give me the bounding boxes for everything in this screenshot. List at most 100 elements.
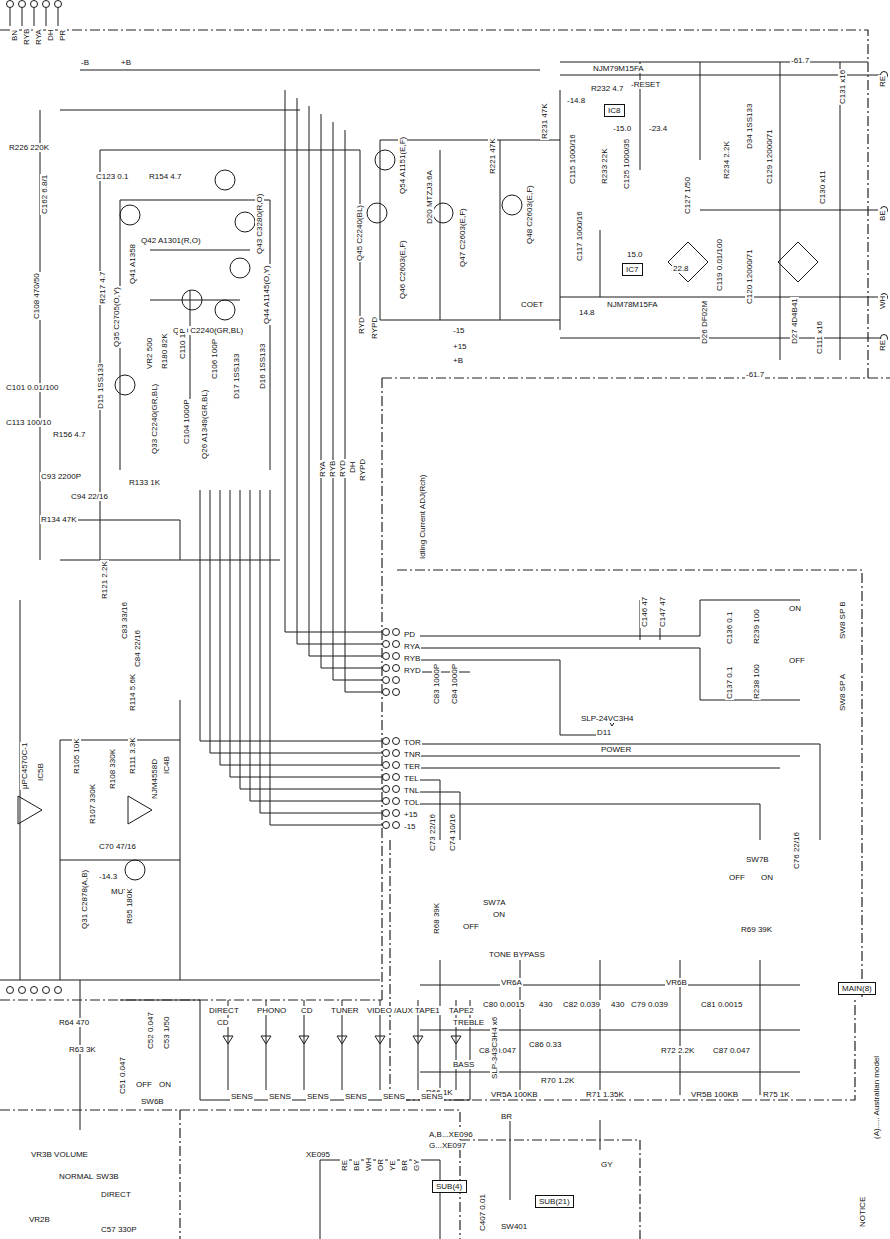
board-box: IC8 (604, 104, 625, 117)
led-symbol (375, 1036, 385, 1044)
connector-pin (55, 1, 62, 8)
component-label: Q26 A1349(GR,BL) (200, 389, 209, 460)
box-label: IC8 (608, 106, 620, 115)
component-label: Q44 A1145(O,Y) (262, 264, 271, 325)
component-label: Q45 C2240(BL) (355, 204, 364, 262)
connector-pin (383, 629, 390, 636)
component-label: POWER (600, 745, 632, 754)
connector-pin (31, 1, 38, 8)
component-label: C81 0.0015 (700, 1000, 743, 1009)
transistor-symbol (182, 290, 202, 310)
component-label: C93 2200P (40, 472, 82, 481)
box-label: SUB(21) (539, 1197, 570, 1206)
component-label: C106 100P (210, 338, 219, 380)
wire (500, 140, 501, 320)
component-label: RYB (403, 654, 421, 663)
component-label: -23.4 (648, 124, 668, 133)
component-label: C125 1000/35 (622, 138, 631, 190)
connector-pin (393, 786, 400, 793)
transistor-symbol (120, 205, 140, 225)
component-label: VIDEO /AUX (366, 1006, 414, 1015)
board-outline (381, 378, 382, 1000)
wire (380, 140, 560, 141)
component-label: R238 100 (752, 663, 761, 700)
component-label: TEL (403, 774, 420, 783)
wire (700, 210, 880, 211)
board-outline (0, 1109, 300, 1110)
connector-pin (31, 987, 38, 994)
connector-pin (383, 762, 390, 769)
component-label: XE095 (305, 1150, 331, 1159)
component-label: Q42 A1301(R,O) (140, 236, 202, 245)
transistor-symbol (235, 212, 255, 232)
component-label: Q48 C2603(E,F) (525, 184, 534, 245)
component-label: Q41 A1358 (128, 243, 137, 285)
component-label: R108 330K (108, 748, 117, 790)
wire (840, 62, 841, 360)
component-label: C70 47/16 (98, 842, 137, 851)
connector-pin (393, 798, 400, 805)
connector-pin (383, 810, 390, 817)
component-label: D16 1SS133 (258, 343, 267, 390)
component-label: IC5B (36, 762, 45, 782)
connector-pin (7, 1, 14, 8)
component-label: SENS (344, 1092, 368, 1101)
box-label: IC7 (626, 265, 638, 274)
wire (420, 985, 800, 986)
led-symbol (223, 1036, 233, 1044)
wire (420, 1072, 800, 1073)
component-label: GY (412, 1158, 421, 1172)
component-label: -15 (403, 822, 417, 831)
component-label: R180 82K (160, 332, 169, 370)
component-label: R72 2.2K (660, 1046, 695, 1055)
board-outline (382, 377, 890, 378)
component-label: G...XE097 (428, 1141, 467, 1150)
component-label: WH (364, 1157, 373, 1172)
transistor-symbol (215, 300, 235, 320)
component-label: DH (348, 460, 357, 474)
component-label: RYB (328, 460, 337, 478)
transistor-symbol (125, 860, 145, 880)
wire (230, 490, 382, 777)
connector-pin (383, 786, 390, 793)
component-label: -15.0 (612, 124, 632, 133)
wire (0, 980, 380, 981)
component-label: C147 47 (658, 596, 667, 628)
component-label: BN (10, 29, 19, 42)
component-label: R107 330K (88, 783, 97, 825)
component-label: PD (403, 630, 416, 639)
wire (60, 860, 180, 861)
component-label: RYD (338, 459, 347, 478)
led-symbol (337, 1036, 347, 1044)
wire (320, 1160, 321, 1239)
component-label: Idling Current ADJ(Rch) (418, 474, 427, 560)
component-label: NJM78M15FA (606, 300, 659, 309)
connector-pin (393, 738, 400, 745)
component-label: -14.3 (98, 872, 118, 881)
component-label: D26 DF02M (700, 300, 709, 345)
component-label: ON (788, 604, 802, 613)
component-label: Q35 C2705(O,Y) (112, 286, 121, 348)
component-label: R70 1.2K (540, 1076, 575, 1085)
component-label: -14.8 (566, 96, 586, 105)
connector-pin (383, 822, 390, 829)
component-label: C73 22/16 (428, 813, 437, 852)
component-label: C146 47 (640, 596, 649, 628)
component-label: R133 1K (128, 478, 161, 487)
component-label: C84 22/16 (133, 629, 142, 668)
board-box: SUB(4) (432, 1180, 467, 1193)
wire (420, 768, 780, 769)
component-label: SW6B (140, 1097, 165, 1106)
component-label: R114 5.6K (128, 673, 137, 712)
component-label: VR2B (28, 1215, 51, 1224)
component-label: C130 x11 (818, 169, 827, 205)
component-label: C117 1000/16 (575, 210, 584, 262)
component-label: SW8 SP B (838, 600, 847, 640)
component-label: R75 1K (762, 1090, 791, 1099)
component-label: R221 47K (488, 137, 497, 175)
opamp-symbol (18, 796, 42, 824)
wire (60, 560, 280, 561)
wire (560, 62, 868, 63)
component-label: C80 0.0015 (482, 1000, 525, 1009)
wire (270, 200, 271, 470)
